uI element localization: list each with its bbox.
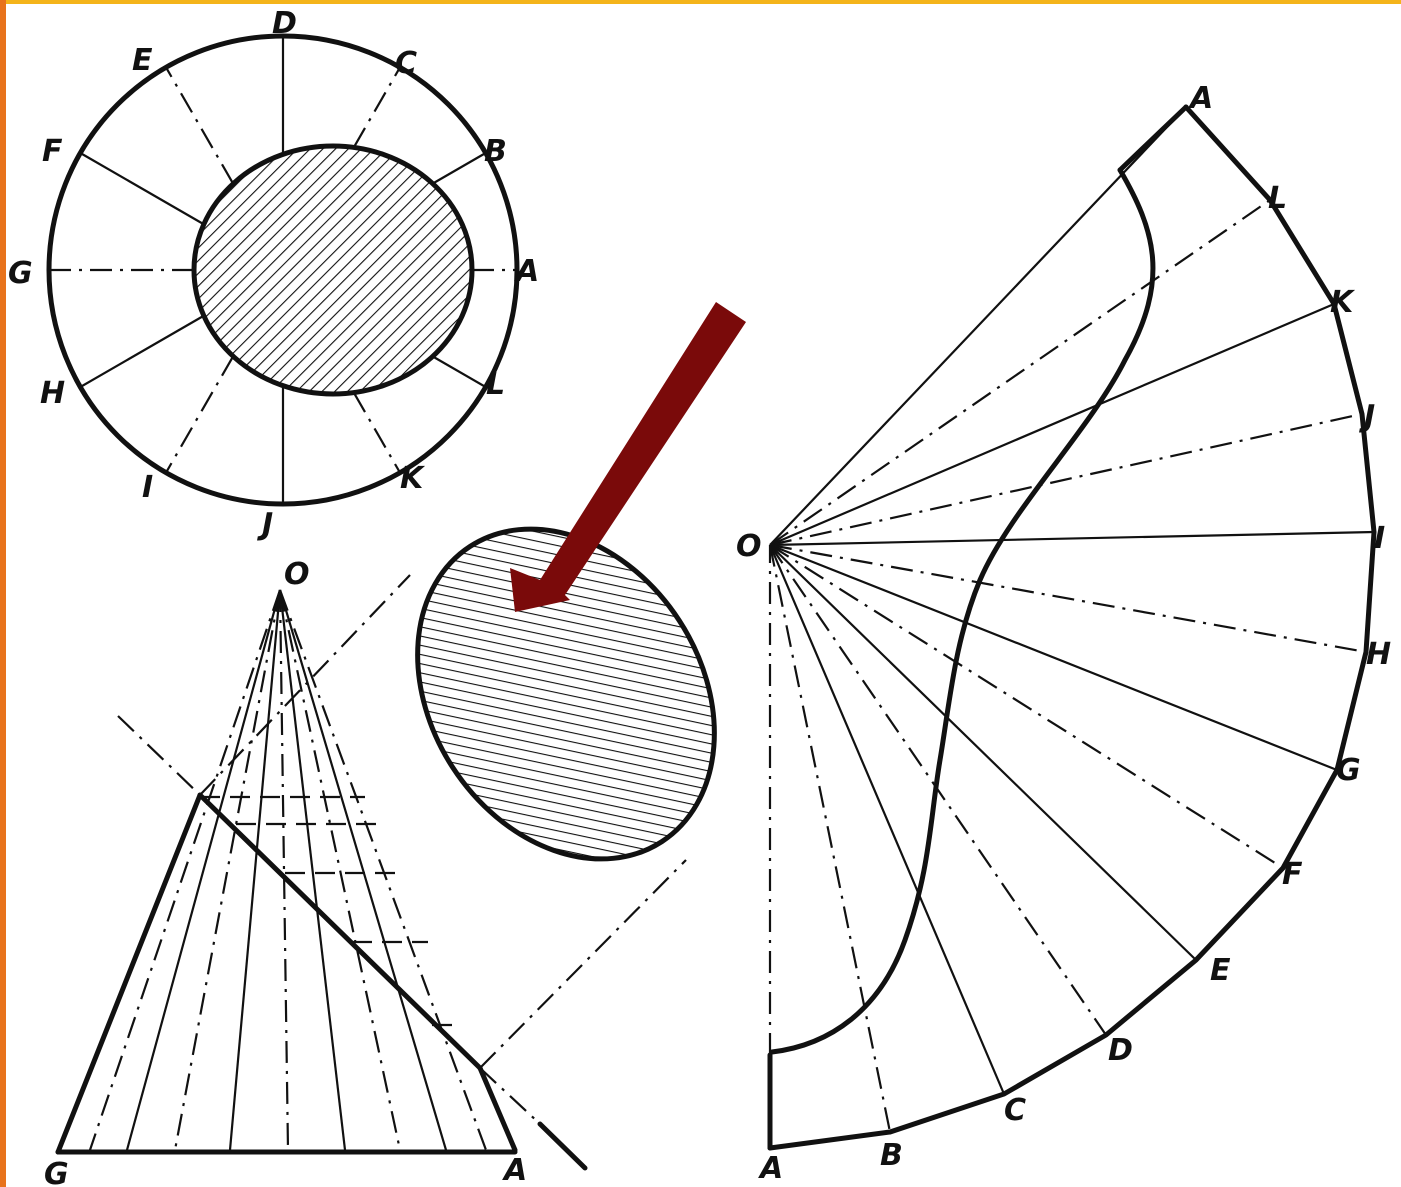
development-top-edge [1117,104,1189,173]
development-label-o: O [736,529,762,564]
plan-radial-line [432,152,487,185]
development-ray [769,543,1367,654]
development-label-a-start: A [758,1151,783,1186]
plan-radial-line [353,392,401,474]
plan-radial-line [79,315,204,388]
cutting-plane-extension [479,1067,541,1125]
generator-line [278,589,290,1151]
plan-labels: A B C D E F G H I J K L [8,6,539,542]
plan-label-j: J [257,507,273,542]
development-label-j: J [1359,399,1375,434]
development-ray [769,544,1284,869]
development-label-i: I [1374,521,1385,556]
development-label-f: F [1282,857,1303,892]
plan-radial-line [165,66,234,184]
true-shape-section [415,526,717,862]
elevation-label-g: G [44,1157,69,1187]
development-ray [768,544,892,1133]
development-label-a-end: A [1188,81,1213,116]
development-ray [769,302,1335,547]
development-label-e: E [1210,953,1231,988]
development-ray [769,544,1197,961]
cutting-plane-extension [117,715,201,796]
plan-label-k: K [400,461,426,496]
plan-label-b: B [484,134,507,169]
elevation-label-a: A [502,1153,527,1187]
generator-line [278,589,402,1151]
development-label-c: C [1004,1093,1026,1128]
plan-section-ellipse [191,143,475,397]
cone-left-edge [55,792,203,1155]
development-label-h: H [1366,637,1391,672]
development-label-l: L [1268,181,1287,216]
true-shape-projector [479,859,687,1069]
plan-label-l: L [486,367,505,402]
arrow-down-left-icon [510,302,746,612]
plan-radial-lines [49,36,517,504]
development-label-d: D [1108,1033,1133,1068]
development-label-g: G [1336,753,1361,788]
cutting-plane-line [197,792,483,1071]
plan-label-e: E [132,43,153,78]
plan-label-i: I [142,470,153,505]
plan-radial-line [353,66,401,148]
plan-label-d: D [272,6,297,41]
plan-label-h: H [40,376,65,411]
development-ray [769,412,1363,547]
development-ray [768,544,1006,1095]
generator-line [228,589,282,1151]
development-label-k: K [1330,285,1356,320]
plan-radial-line [165,356,234,474]
generator-line [125,589,282,1151]
generator-line [278,589,347,1151]
development-label-b: B [880,1138,903,1173]
frame-top-border [0,0,1401,4]
plan-radial-line [432,355,487,388]
development-outer-arc [767,104,1377,1151]
development-ray [769,106,1187,546]
plan-label-f: F [42,134,63,169]
plan-outer-circle [46,33,520,507]
development-ray-lines [768,106,1375,1133]
true-shape-projector [199,574,411,796]
development-ray [769,530,1375,547]
elevation-view: O G A [44,557,687,1187]
cutting-plane-end [537,1121,588,1171]
plan-radial-line [79,152,204,225]
plan-label-g: G [8,256,33,291]
cone-right-edge [477,1065,518,1153]
plan-label-a: A [514,254,539,289]
frame-left-border [0,0,6,1187]
development-labels: A B C D E F G H I J K L A [758,81,1391,1186]
generator-line [278,589,488,1151]
development-ray [769,543,1338,772]
generator-line [173,589,282,1151]
plan-label-c: C [395,46,417,81]
elevation-label-o: O [284,557,310,592]
development-cut-curve [769,167,1156,1055]
development-view: O A B C D E F G H I J K L A [736,81,1391,1186]
plan-view: A B C D E F G H I J K L [8,6,539,542]
development-ray [769,199,1271,546]
generator-line [88,589,282,1151]
